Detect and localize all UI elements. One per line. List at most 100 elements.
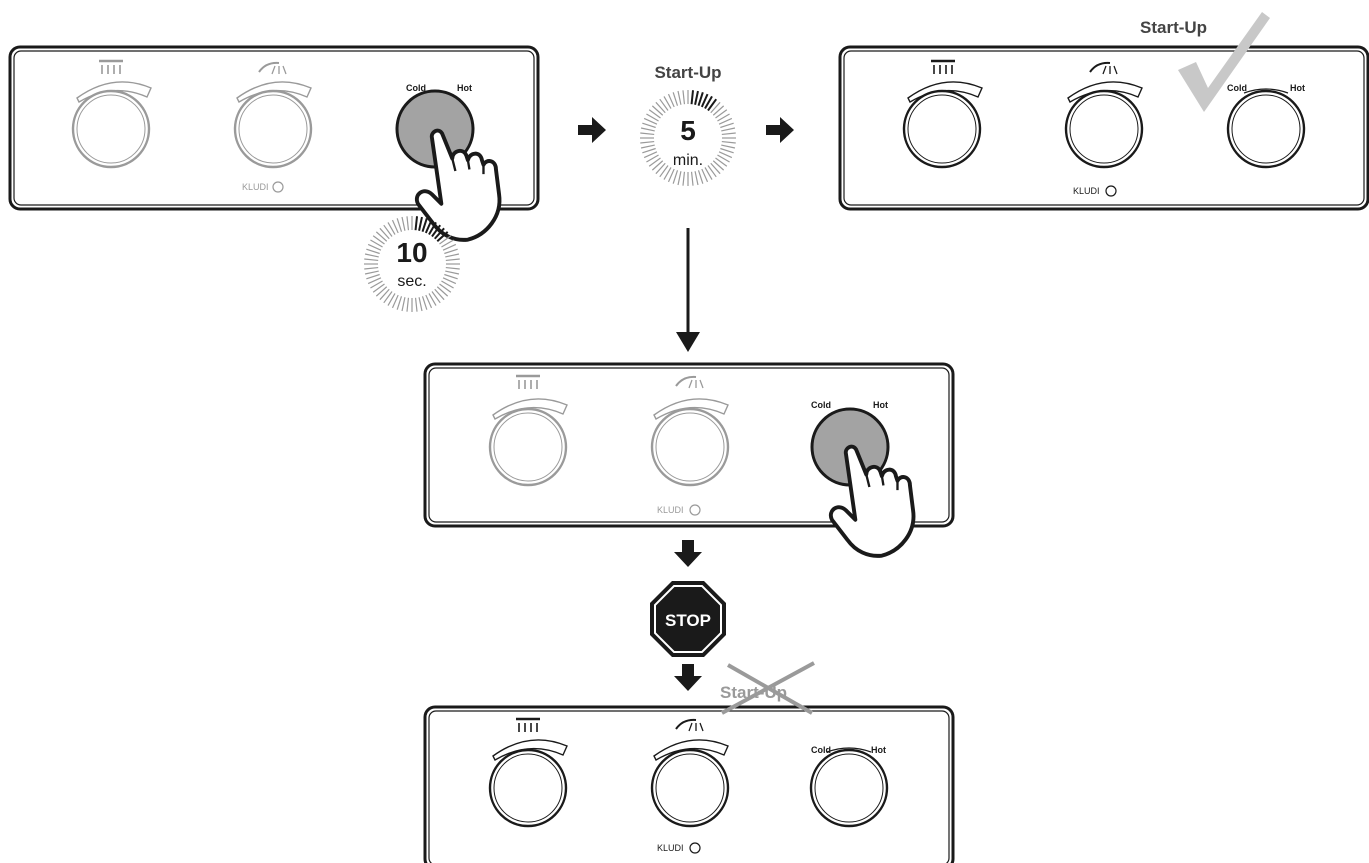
hand-shower-knob[interactable] [1064,89,1144,169]
timer-tick [439,235,452,245]
timer-tick [667,93,675,108]
timer-tick [646,154,659,163]
timer-tick [445,253,460,258]
temperature-knob[interactable] [809,748,889,828]
brand-logo: KLUDI [657,843,684,853]
timer-tick [428,221,437,236]
checkmark-icon [1178,12,1270,112]
timer-tick [370,280,383,289]
startup-success-label: Start-Up [1140,18,1207,37]
timer-tick [720,122,734,129]
timer-tick [414,297,418,312]
timer-tick [418,297,423,312]
timer-tick [442,243,457,251]
timer-tick [667,168,675,183]
timer-tick [672,170,679,184]
arrow-down-icon [674,540,702,567]
arrow-down-icon [676,228,700,352]
cold-label: Cold [811,745,831,755]
timer-tick [712,105,725,116]
timer-5-value: 5 [680,115,696,146]
timer-tick [682,90,686,105]
timer-tick [715,109,728,119]
timer-tick [431,291,441,304]
timer-tick [424,219,433,234]
shower-knob[interactable] [902,89,982,169]
timer-tick [441,280,454,289]
timer-5-unit: min. [673,152,703,169]
timer-tick [682,171,686,186]
timer-tick [434,288,445,301]
shower-knob[interactable] [71,89,151,169]
brand-logo: KLUDI [1073,186,1100,196]
timer-tick [690,90,695,105]
hand-shower-knob[interactable] [650,407,730,487]
timer-10-sec: 10 sec. [364,216,460,312]
timer-tick [640,140,655,144]
timer-tick [651,105,664,116]
timer-tick [707,165,717,178]
timer-tick [366,248,380,255]
brand-logo: KLUDI [242,182,269,192]
timer-tick [710,162,721,175]
timer-tick [704,167,713,180]
timer-tick [396,296,403,310]
timer-10-unit: sec. [397,273,426,290]
timer-tick [383,291,393,304]
cold-label: Cold [1227,83,1247,93]
timer-tick [721,127,736,132]
stop-sign-icon: STOP [650,581,726,657]
timer-tick [421,296,428,310]
hand-shower-knob[interactable] [233,89,313,169]
hand-shower-knob[interactable] [650,748,730,828]
timer-tick [655,101,666,114]
timer-tick [396,218,403,232]
timer-tick [712,160,725,171]
arrow-right-icon [766,117,794,143]
timer-tick [379,227,390,240]
timer-tick [366,273,380,280]
timer-tick [721,132,736,136]
timer-tick [646,113,659,122]
timer-tick [648,109,661,119]
timer-tick [401,297,406,312]
timer-5-min: 5 min. [640,90,736,186]
timer-tick [694,171,699,186]
timer-tick [701,168,709,183]
arrow-down-icon [674,664,702,691]
timer-tick [677,171,682,186]
panel-startup-complete: Cold Hot KLUDI [838,45,1369,211]
timer-tick [428,293,437,306]
timer-tick [704,95,713,110]
timer-tick [364,266,379,270]
timer-tick [391,294,399,309]
timer-tick [421,218,428,232]
timer-tick [387,293,396,306]
timer-tick [659,165,669,178]
timer-tick [690,171,694,186]
timer-tick [364,270,379,275]
timer-tick [715,157,728,167]
temperature-knob[interactable] [1226,89,1306,169]
timer-tick [720,147,734,154]
timer-tick [640,132,655,136]
timer-tick [375,286,388,297]
timer-tick [718,151,733,159]
timer-tick [707,98,718,112]
timer-tick [672,92,679,106]
arrow-right-icon [578,117,606,143]
timer-tick [364,258,379,262]
shower-knob[interactable] [488,407,568,487]
cold-label: Cold [406,83,426,93]
shower-knob[interactable] [488,748,568,828]
timer-tick [717,154,730,163]
timer-tick [718,117,733,125]
hot-label: Hot [1290,83,1305,93]
timer-tick [387,222,396,235]
timer-tick [710,101,721,114]
timer-tick [372,283,385,293]
timer-tick [406,216,410,231]
timer-tick [439,283,452,293]
timer-tick [655,162,666,175]
timer-tick [643,117,658,125]
